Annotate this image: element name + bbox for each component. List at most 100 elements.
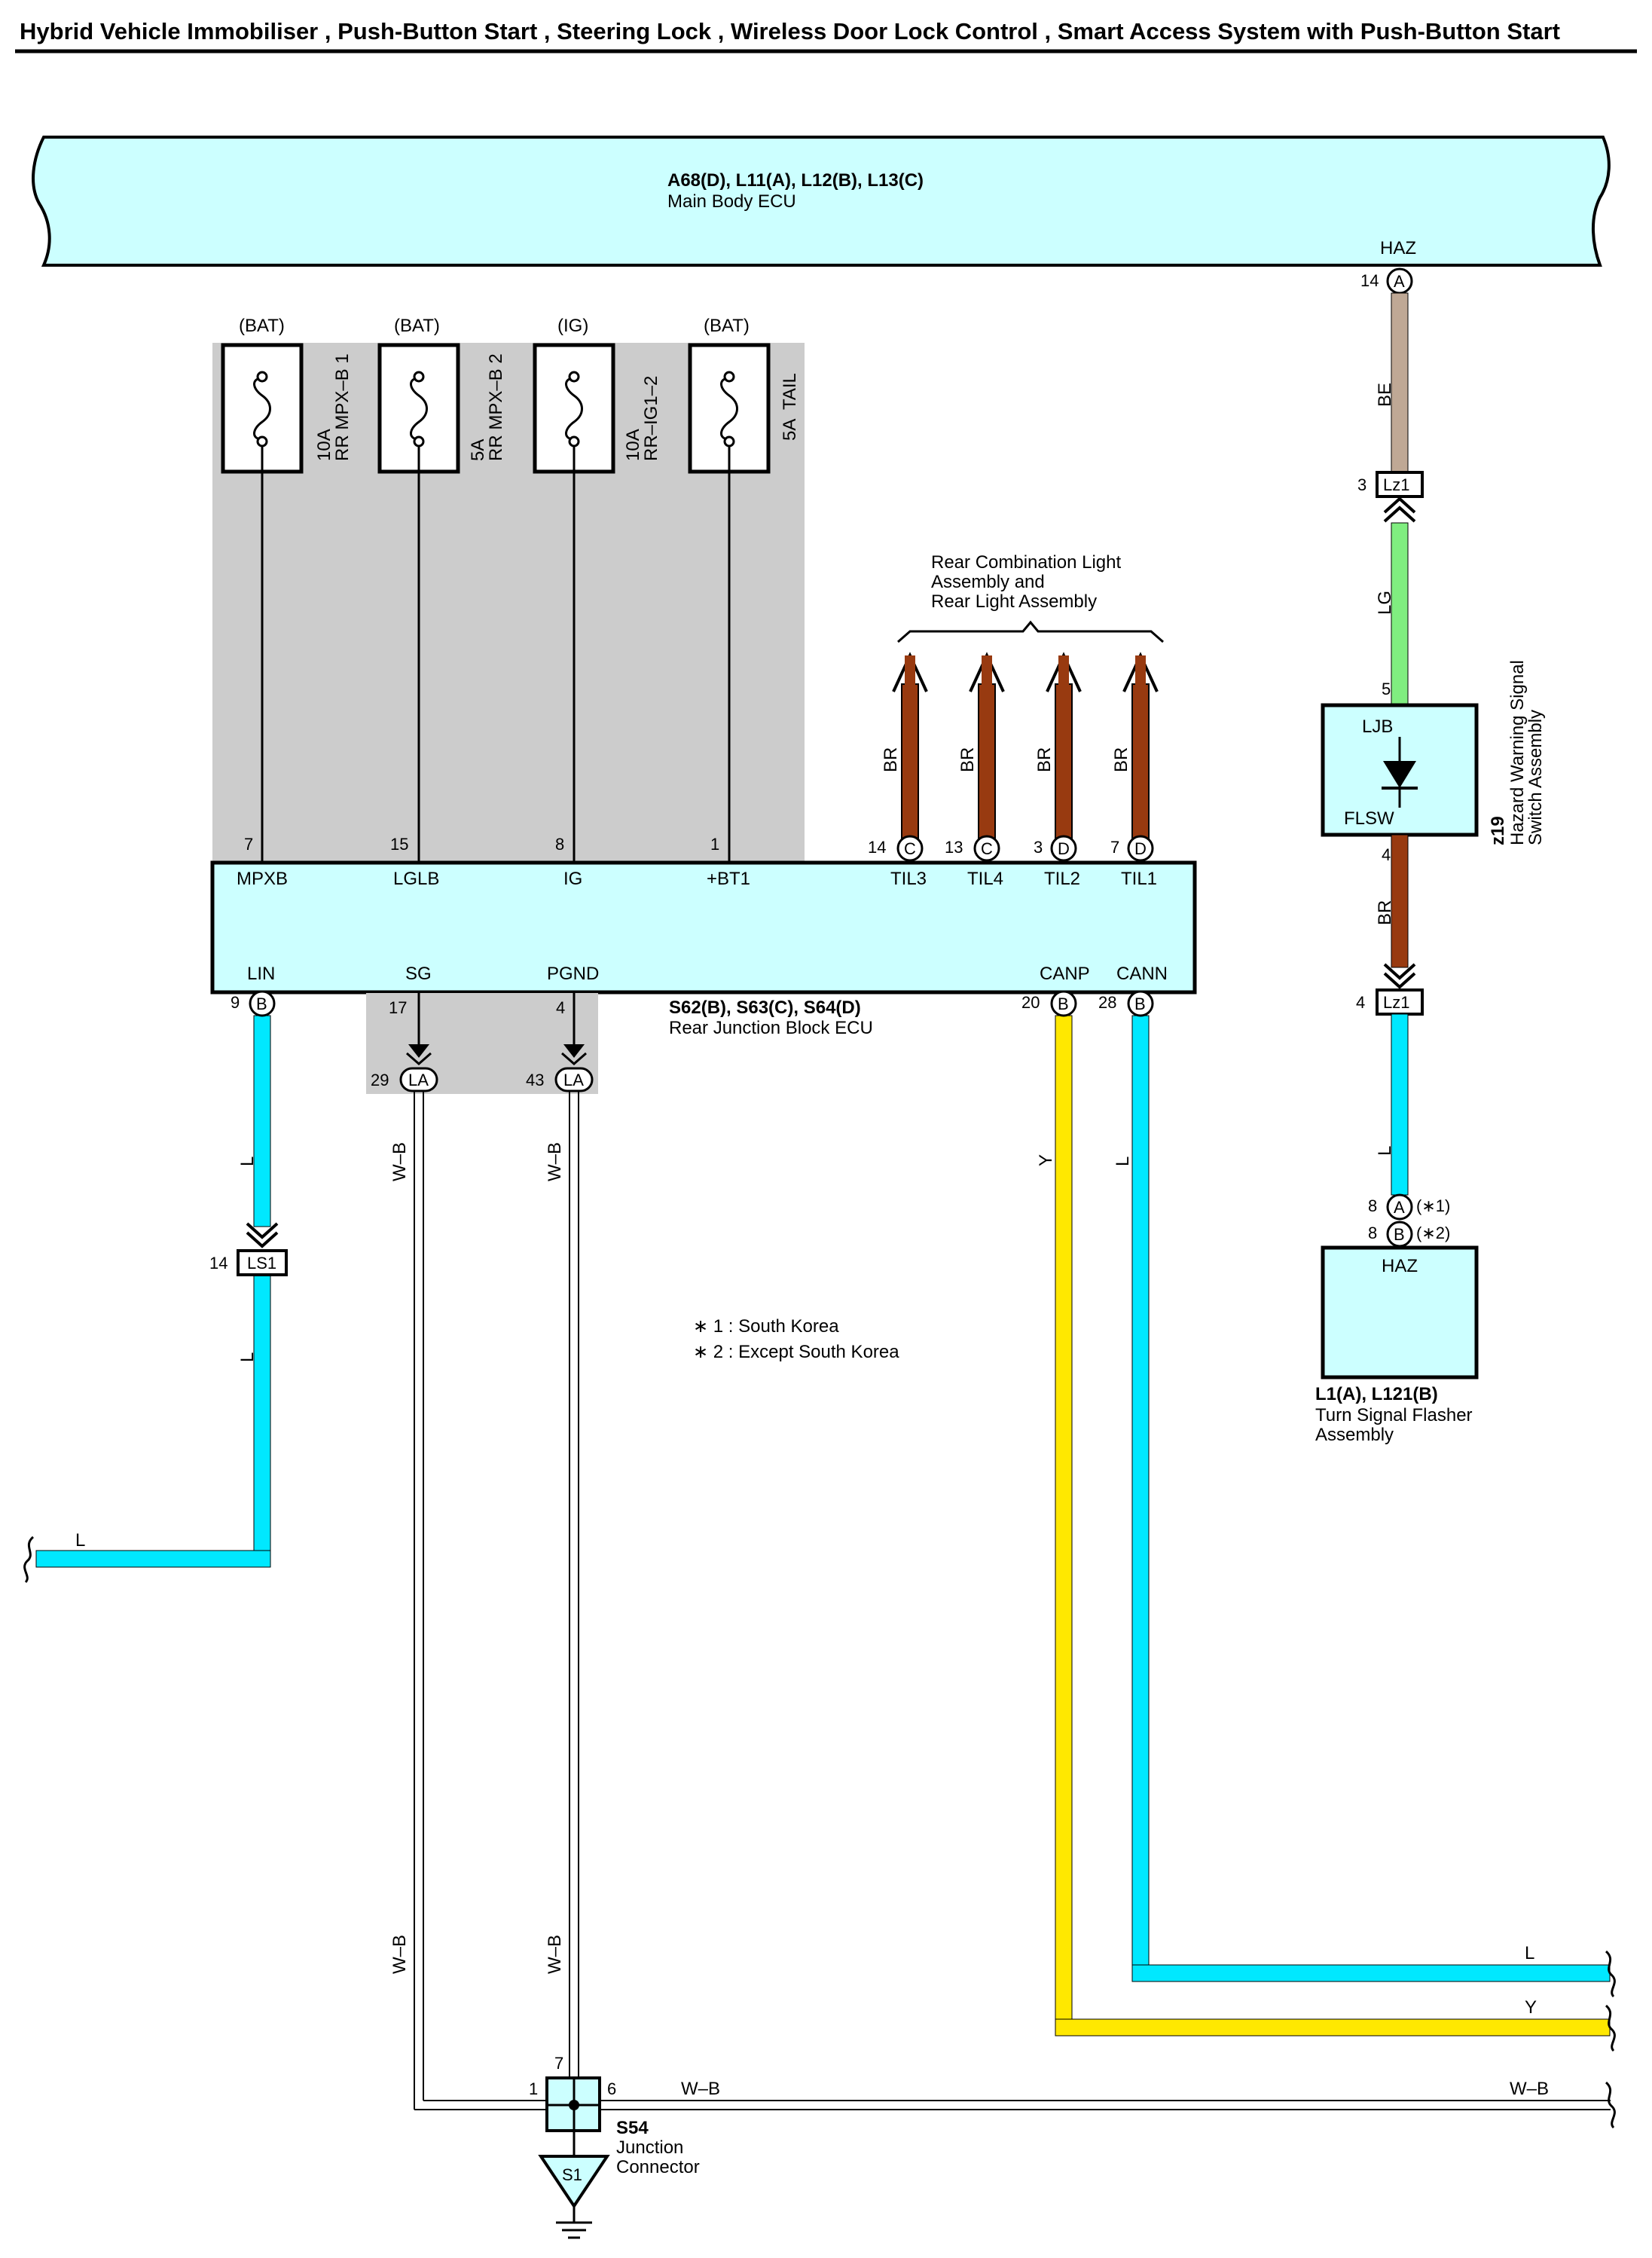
pin-ig-number: 8: [555, 835, 564, 854]
wire-label-lg: LG: [1375, 591, 1395, 615]
wire-label-wb-3: W–B: [389, 1935, 410, 1974]
rear-lights-label-1: Rear Combination Light: [931, 552, 1121, 573]
lz1-top-chevron: [1383, 497, 1416, 523]
pin-canp-number: 20: [1021, 993, 1040, 1012]
hazard-terminal-flsw: FLSW: [1344, 808, 1394, 829]
wire-label-l-hazard: L: [1375, 1146, 1395, 1156]
lz1-bottom-connector: [1376, 988, 1424, 1016]
main-body-ecu-terminal-haz: HAZ: [1380, 238, 1416, 258]
main-body-ecu-code: A68(D), L11(A), L12(B), L13(C): [667, 170, 924, 191]
rear-lights-brace: [897, 620, 1164, 643]
rjb-terminal-til2: TIL2: [1044, 869, 1080, 889]
rjb-terminal-sg: SG: [405, 964, 432, 984]
wb-wires: [414, 1091, 1611, 2110]
fuse-rr-ig1-2: (IG) 10A RR–IG1–2: [533, 316, 661, 474]
fuse2-rating: 5A: [468, 439, 488, 461]
rjb-terminal-cann: CANN: [1116, 964, 1168, 984]
wire-label-lin-2: L: [237, 1352, 258, 1362]
lz1-top-connector: [1376, 471, 1424, 498]
la2-number: 43: [526, 1071, 544, 1089]
wire-label-wb-2: W–B: [545, 1142, 565, 1181]
rjb-ecu-name: Rear Junction Block ECU: [669, 1018, 873, 1038]
wb-break: [1605, 2081, 1616, 2129]
pin-flasher-a-letter: A: [1394, 1198, 1405, 1217]
wire-label-br-4: BR: [1111, 747, 1131, 772]
flasher-name-2: Assembly: [1315, 1425, 1394, 1445]
rjb-terminal-mpxb: MPXB: [237, 869, 288, 889]
pin-til4-number: 13: [945, 838, 963, 857]
ground-s1-label: S1: [562, 2165, 582, 2184]
la1-name: LA: [408, 1071, 429, 1089]
wire-canp: [1055, 1015, 1611, 2036]
pin-flasher-b-letter: B: [1394, 1225, 1405, 1244]
hazard-name-2: Switch Assembly: [1525, 710, 1546, 845]
rear-lights-label-3: Rear Light Assembly: [931, 591, 1097, 612]
wire-label-y-vertical: Y: [1036, 1154, 1056, 1166]
wire-label-br-3: BR: [1034, 747, 1055, 772]
pin-canp: [1050, 990, 1077, 1017]
rjb-terminal-til3: TIL3: [890, 869, 927, 889]
flasher-terminal-haz: HAZ: [1382, 1256, 1418, 1276]
pin-haz-main-letter: A: [1394, 272, 1405, 291]
cann-break: [1605, 1950, 1616, 1998]
wire-label-lin-3: L: [75, 1530, 85, 1551]
rear-light-wires: [892, 652, 1159, 843]
wire-label-lin-1: L: [237, 1156, 258, 1166]
wire-til4: [969, 652, 1005, 843]
la2-name: LA: [563, 1071, 584, 1089]
fuse3-source: (IG): [557, 316, 588, 336]
hazard-terminal-ljb: LJB: [1362, 717, 1393, 737]
pin-til1-letter: D: [1134, 839, 1147, 858]
rjb-ecu-box: [210, 860, 1197, 995]
hazard-code: z19: [1488, 816, 1508, 845]
fuse4-rating: 5A: [780, 419, 800, 441]
wire-label-br-2: BR: [957, 747, 978, 772]
ls1-connector: [237, 1249, 288, 1276]
pin-til2-letter: D: [1058, 839, 1070, 858]
hazard-name-1: Hazard Warning Signal: [1507, 660, 1528, 845]
pin-haz-main-number: 14: [1360, 271, 1379, 290]
wire-label-wb-4: W–B: [545, 1935, 565, 1974]
fuse1-name: RR MPX–B 1: [332, 353, 353, 461]
pin-til1-number: 7: [1110, 838, 1119, 857]
pin-flasher-a: [1386, 1193, 1413, 1221]
wire-lin: [23, 1015, 271, 1584]
pin-cann: [1127, 990, 1154, 1017]
wire-label-br-1: BR: [881, 747, 901, 772]
til-pins: [896, 835, 1154, 862]
note-1: ∗ 1 : South Korea: [693, 1316, 839, 1337]
main-body-ecu-name: Main Body ECU: [667, 191, 796, 212]
rjb-terminal-ig: IG: [563, 869, 582, 889]
wire-label-wb-6: W–B: [1510, 2079, 1549, 2099]
pin-lglb-number: 15: [390, 835, 408, 854]
main-body-ecu-box: [32, 136, 1611, 267]
rjb-terminal-bt1: +BT1: [707, 869, 750, 889]
wire-label-br-hazard: BR: [1375, 900, 1395, 925]
note-2: ∗ 2 : Except South Korea: [693, 1342, 899, 1362]
wire-label-wb-1: W–B: [389, 1142, 410, 1181]
wire-l-hazard: [1391, 1013, 1409, 1196]
pin-til2-number: 3: [1034, 838, 1043, 857]
wire-til3: [892, 652, 928, 843]
fuse4-name: TAIL: [780, 373, 800, 410]
rjb-terminal-lglb: LGLB: [393, 869, 439, 889]
page-title: Hybrid Vehicle Immobiliser , Push-Button…: [20, 18, 1560, 44]
pin-til4-letter: C: [981, 839, 993, 858]
lz1-bottom-name: Lz1: [1383, 993, 1409, 1012]
wire-br-hazard: [1391, 834, 1409, 968]
pin-lin-letter: B: [256, 995, 267, 1013]
fuse1-source: (BAT): [239, 316, 285, 336]
hazard-pin-top: 5: [1382, 680, 1391, 698]
la1-number: 29: [371, 1071, 389, 1089]
wire-label-l-vertical: L: [1113, 1156, 1133, 1166]
lz1-top-number: 3: [1357, 475, 1366, 494]
fuse1-rating: 10A: [314, 429, 334, 461]
pin-flasher-b-number: 8: [1368, 1224, 1377, 1242]
fuse-wires: [261, 446, 731, 862]
pin-til3-number: 14: [868, 838, 886, 857]
lz1-bottom-number: 4: [1356, 993, 1365, 1012]
wire-til1: [1122, 652, 1159, 843]
rjb-terminal-canp: CANP: [1040, 964, 1090, 984]
